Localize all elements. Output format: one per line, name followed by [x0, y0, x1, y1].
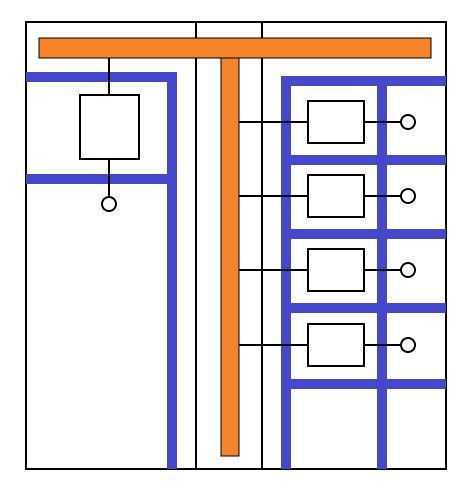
left-duct-middle — [26, 174, 177, 184]
right-terminal-circle-4 — [400, 337, 416, 353]
right-device-box-1 — [307, 100, 365, 144]
right-terminal-circle-3 — [400, 262, 416, 278]
right-device-box-2 — [307, 174, 365, 218]
right-device-box-3 — [307, 248, 365, 292]
right-duct-center-vertical — [377, 76, 387, 469]
right-terminal-circle-1 — [400, 114, 416, 130]
right-terminal-circle-2 — [400, 188, 416, 204]
right-duct-row-2 — [281, 155, 446, 165]
left-device-box — [79, 94, 140, 160]
right-device-box-4 — [307, 323, 365, 367]
right-duct-row-5 — [281, 379, 446, 389]
right-device-group — [239, 100, 416, 367]
right-duct-row-1 — [281, 76, 446, 86]
right-cable-ducts — [281, 76, 446, 469]
right-duct-row-4 — [281, 303, 446, 313]
right-duct-row-3 — [281, 229, 446, 239]
left-device-assembly — [79, 58, 140, 212]
left-terminal-circle — [101, 196, 117, 212]
enclosure-frame — [25, 21, 447, 470]
left-duct-vertical — [167, 72, 177, 469]
horizontal-busbar — [38, 37, 432, 59]
vertical-busbar — [220, 57, 240, 457]
left-duct-top — [26, 72, 177, 82]
left-cable-ducts — [26, 72, 177, 469]
right-duct-left-vertical — [281, 76, 291, 469]
